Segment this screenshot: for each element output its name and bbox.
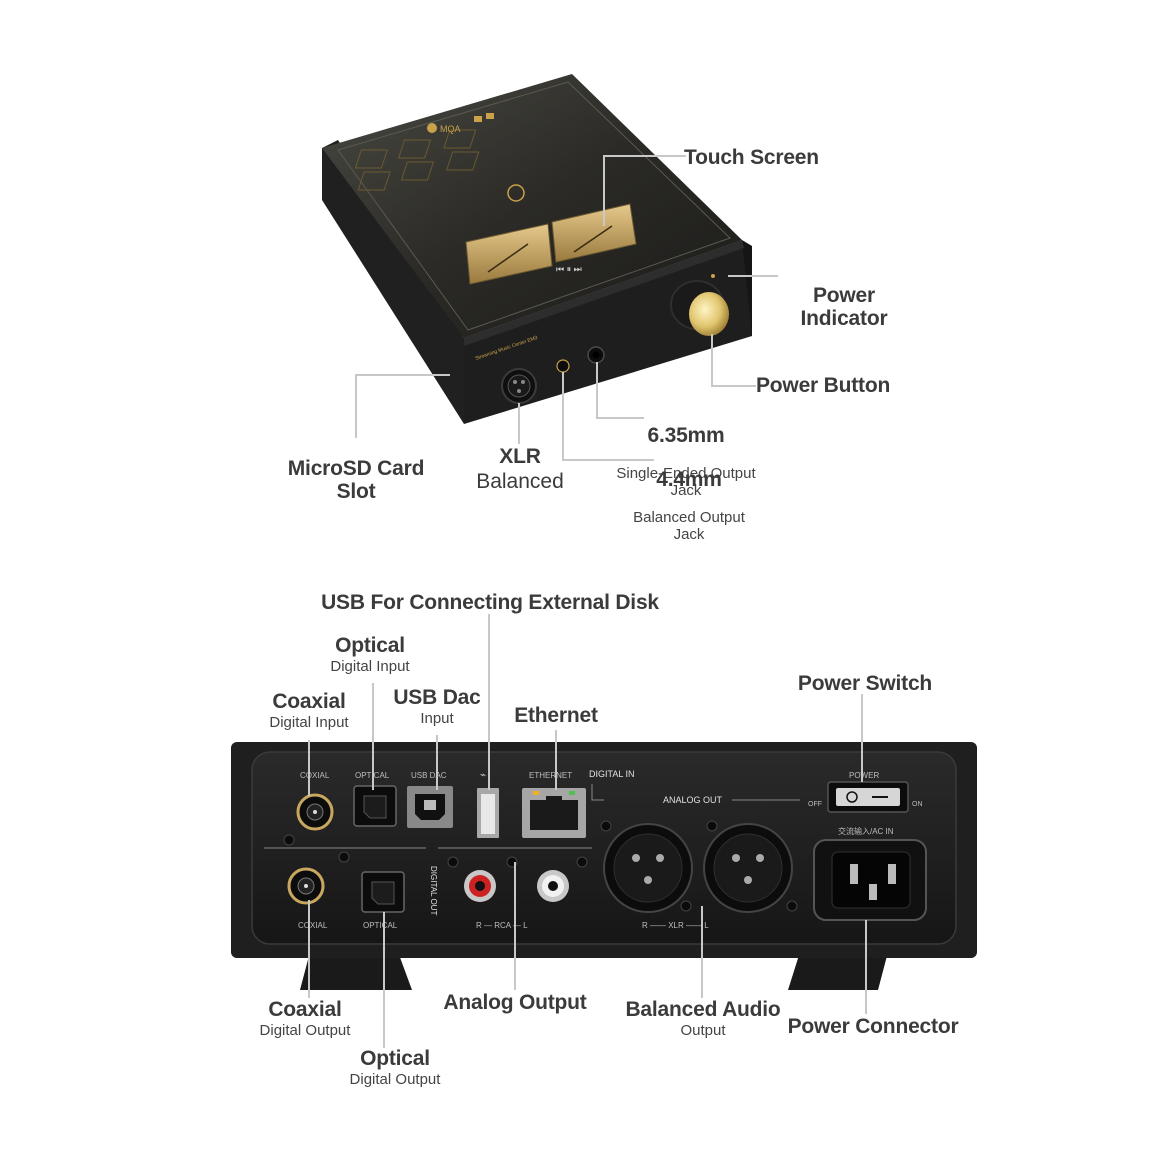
label-ethernet: ETHERNET [529, 771, 572, 780]
jack-6-35mm[interactable] [587, 346, 605, 364]
power-knob[interactable] [670, 280, 729, 336]
label-rca: R — RCA — L [476, 921, 528, 930]
callout-power-connector: Power Connector [787, 1015, 959, 1038]
coaxial-input-port[interactable] [296, 793, 334, 831]
xlr-right-port[interactable] [603, 823, 693, 913]
usb-disk-port[interactable]: ⌁ [477, 770, 499, 838]
xlr-socket[interactable] [501, 368, 537, 404]
coaxial-output-port[interactable] [287, 867, 325, 905]
optical-output-port[interactable] [361, 871, 405, 913]
jack-4-4mm[interactable] [556, 359, 570, 373]
label-digital-in: DIGITAL IN [589, 769, 635, 779]
callout-touch-screen: Touch Screen [684, 146, 819, 169]
rear-leader-lines [308, 614, 867, 1048]
power-connector-port[interactable] [813, 839, 927, 921]
usb-dac-port[interactable] [407, 786, 453, 828]
rca-right-port[interactable] [464, 870, 496, 902]
callout-power-button: Power Button [756, 374, 891, 397]
label-analog-out: ANALOG OUT [663, 795, 723, 805]
power-indicator-led [711, 274, 715, 278]
label-digital-out: DIGITAL OUT [429, 866, 438, 915]
mqa-badge: MQA [440, 124, 461, 134]
callout-4-4mm: 4.4mm Balanced Output Jack [633, 467, 745, 544]
label-power: POWER [849, 771, 879, 780]
label-ac-in: 交流输入/AC IN [838, 826, 894, 836]
callout-optical-in: Optical Digital Input [330, 634, 410, 675]
callout-ethernet: Ethernet [514, 704, 598, 727]
ethernet-port[interactable] [522, 788, 586, 838]
label-coaxial-bottom: COXIAL [298, 921, 328, 930]
rca-left-port[interactable] [537, 870, 569, 902]
callout-xlr: XLR Balanced [476, 445, 564, 493]
label-usb-dac: USB DAC [411, 771, 447, 780]
front-leader-lines [355, 155, 778, 461]
callout-coaxial-in: Coaxial Digital Input [269, 690, 349, 731]
label-on: ON [912, 801, 923, 808]
callout-power-switch: Power Switch [797, 672, 933, 695]
callout-usb-disk: USB For Connecting External Disk [321, 591, 659, 614]
callout-analog-output: Analog Output [443, 991, 587, 1014]
callout-power-indicator: Power Indicator [800, 283, 888, 331]
xlr-left-port[interactable] [703, 823, 793, 913]
callout-usb-dac: USB Dac Input [393, 686, 481, 727]
svg-text:⏮ ⏸ ⏭: ⏮ ⏸ ⏭ [556, 264, 582, 274]
rear-device: COXIAL OPTICAL USB DAC ETHERNET DIGITAL … [231, 742, 977, 990]
callout-microsd: MicroSD Card Slot [287, 456, 425, 504]
label-xlr: R —— XLR —— L [642, 921, 709, 930]
label-coaxial-top: COXIAL [300, 771, 330, 780]
power-switch[interactable] [827, 781, 909, 813]
callout-optical-out: Optical Digital Output [349, 1047, 441, 1088]
svg-text:⌁: ⌁ [480, 770, 486, 781]
callout-balanced-audio: Balanced Audio Output [625, 998, 781, 1039]
callout-coaxial-out: Coaxial Digital Output [259, 998, 351, 1039]
optical-input-port[interactable] [353, 785, 397, 827]
front-device: MQA ⏮ ⏸ ⏭ Streaming Music Center EM3 [322, 74, 752, 424]
label-optical-bottom: OPTICAL [363, 921, 398, 930]
label-off: OFF [808, 801, 822, 808]
callout-6-35mm: 6.35mm Single-Ended Output Jack [616, 423, 756, 500]
